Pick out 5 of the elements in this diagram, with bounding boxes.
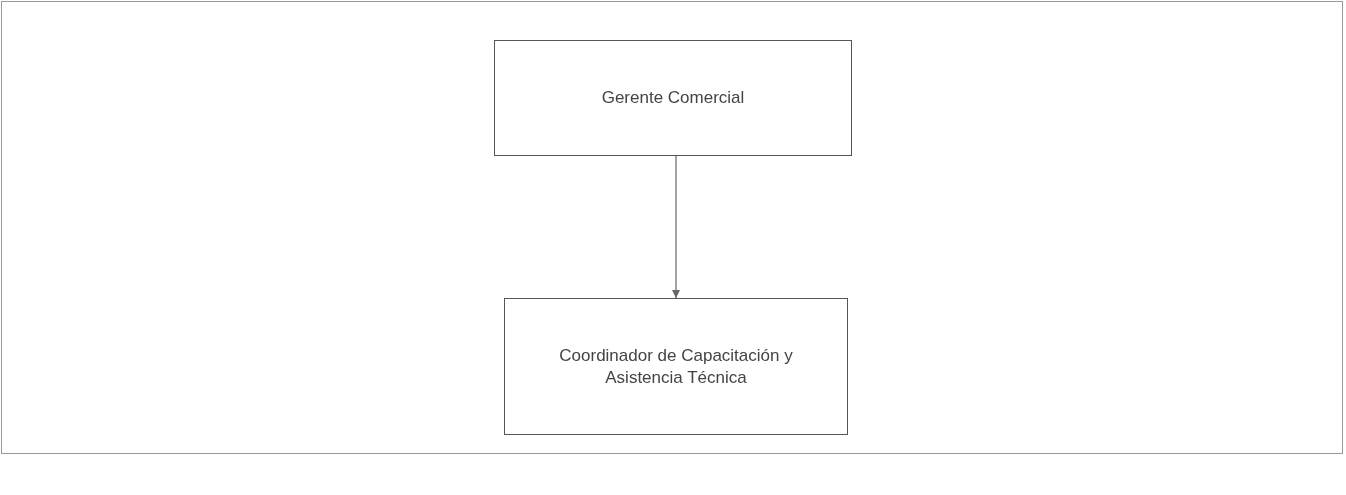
process-box (494, 40, 852, 156)
box-label: Gerente Comercial (601, 87, 745, 109)
box-label: Coordinador de Capacitación y Asistencia Técnica (558, 345, 794, 388)
arrow (672, 155, 680, 299)
process-box (504, 298, 848, 435)
